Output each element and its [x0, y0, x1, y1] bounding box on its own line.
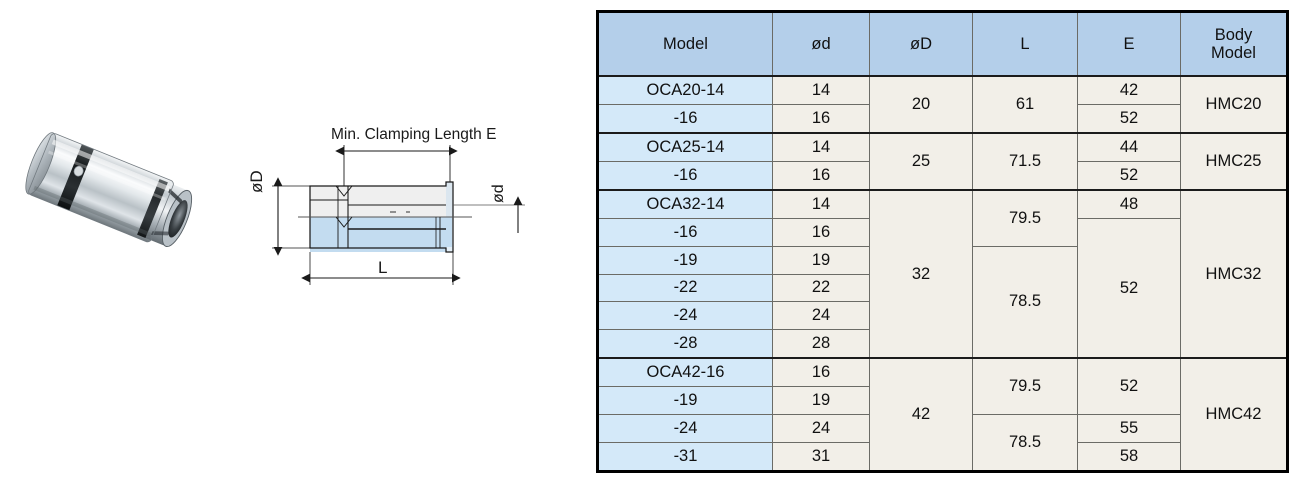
cell-bore-diameter: 22: [772, 273, 870, 303]
cell-bore-diameter: 28: [772, 329, 870, 359]
cell-clamping-length: 52: [1077, 103, 1181, 134]
cell-bore-diameter: 14: [772, 131, 870, 162]
cell-outer-diameter: 32: [869, 188, 973, 359]
cell-bore-diameter: 19: [772, 386, 870, 415]
cell-clamping-length: 55: [1077, 413, 1181, 443]
cell-model: -31: [597, 441, 773, 473]
cell-clamping-length: 52: [1077, 357, 1181, 415]
body-model-line1: Body: [1214, 25, 1253, 44]
cell-bore-diameter: 16: [772, 217, 870, 247]
cell-clamping-length: 42: [1077, 74, 1181, 105]
column-header-od-small: ød: [772, 11, 870, 77]
cell-length: 78.5: [972, 413, 1078, 473]
cell-clamping-length: 52: [1077, 217, 1181, 359]
column-header-body-model: Body Model: [1180, 11, 1288, 77]
cell-clamping-length: 52: [1077, 160, 1181, 191]
cell-length: 79.5: [972, 357, 1078, 415]
cell-bore-diameter: 14: [772, 74, 870, 105]
cell-bore-diameter: 16: [772, 103, 870, 134]
collet-sleeve-photo: [25, 132, 193, 247]
cell-model: OCA42-16: [597, 357, 773, 388]
column-header-model: Model: [597, 11, 773, 77]
cell-bore-diameter: 19: [772, 245, 870, 275]
cell-clamping-length: 44: [1077, 131, 1181, 162]
cell-body-model: HMC20: [1180, 75, 1288, 134]
body-model-line2: Model: [1211, 44, 1256, 62]
column-header-clamping-length: E: [1077, 11, 1181, 77]
cell-outer-diameter: 20: [869, 75, 973, 134]
column-header-length: L: [972, 11, 1078, 77]
cell-length: 61: [972, 75, 1078, 134]
cell-model: -16: [597, 103, 773, 134]
cell-model: OCA25-14: [597, 131, 773, 162]
cell-body-model: HMC32: [1180, 188, 1288, 359]
cell-model: -16: [597, 217, 773, 247]
cell-model: -28: [597, 329, 773, 359]
cell-clamping-length: 58: [1077, 441, 1181, 473]
cell-bore-diameter: 14: [772, 188, 870, 219]
table-header-row: Model ød øD L E Body Model: [597, 11, 1288, 77]
cell-model: OCA20-14: [597, 74, 773, 105]
cell-model: OCA32-14: [597, 188, 773, 219]
cell-model: -19: [597, 386, 773, 415]
cell-bore-diameter: 16: [772, 357, 870, 388]
cell-length: 78.5: [972, 245, 1078, 359]
dimension-label-L: L: [378, 258, 388, 277]
cell-bore-diameter: 31: [772, 441, 870, 473]
cell-clamping-length: 48: [1077, 188, 1181, 219]
cell-bore-diameter: 16: [772, 160, 870, 191]
cell-outer-diameter: 42: [869, 357, 973, 473]
cell-outer-diameter: 25: [869, 131, 973, 191]
collet-cross-section-drawing: [272, 145, 525, 285]
cell-body-model: HMC25: [1180, 131, 1288, 191]
cell-model: -24: [597, 413, 773, 443]
cell-model: -24: [597, 301, 773, 331]
cell-bore-diameter: 24: [772, 301, 870, 331]
cell-bore-diameter: 24: [772, 413, 870, 443]
cell-model: -22: [597, 273, 773, 303]
cell-model: -16: [597, 160, 773, 191]
product-photo-panel: [0, 0, 240, 486]
cell-length: 79.5: [972, 188, 1078, 247]
cell-length: 71.5: [972, 131, 1078, 191]
cell-body-model: HMC42: [1180, 357, 1288, 473]
technical-drawing-panel: Min. Clamping Length E L øD ød: [240, 0, 590, 486]
column-header-od-large: øD: [869, 11, 973, 77]
dimension-label-clamping-length: Min. Clamping Length E: [331, 126, 497, 143]
cell-model: -19: [597, 245, 773, 275]
